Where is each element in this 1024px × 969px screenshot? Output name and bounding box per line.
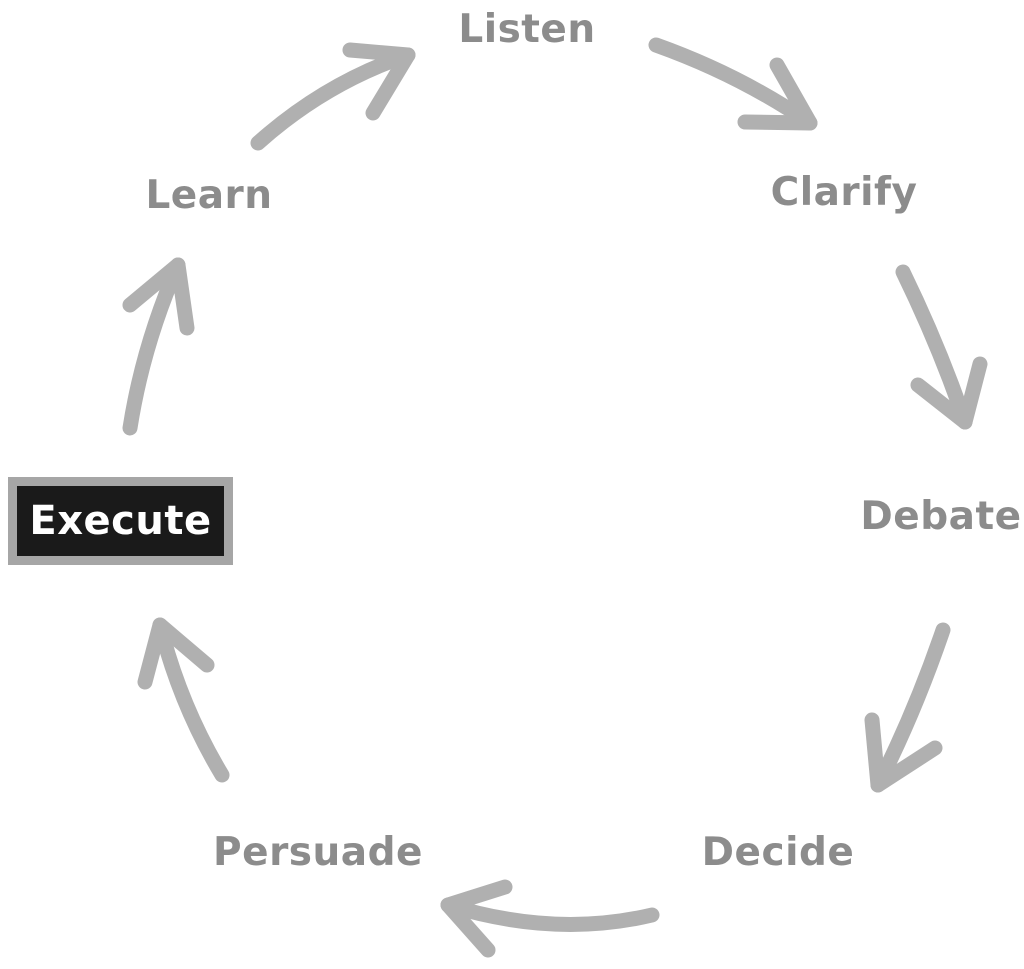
step-debate: Debate [860,494,1022,539]
arrow-learn-to-listen [250,42,416,151]
arrow-debate-to-decide [864,622,951,793]
step-execute: Execute [29,498,212,544]
step-execute-highlight: Execute [8,477,233,565]
arrow-persuade-to-execute [137,617,230,783]
arrow-clarify-to-debate [895,264,988,430]
arrow-decide-to-persuade [440,879,660,958]
step-clarify: Clarify [770,170,918,215]
step-listen: Listen [458,7,596,52]
arrow-listen-to-clarify [648,37,818,131]
step-learn: Learn [145,173,273,218]
step-persuade: Persuade [213,830,423,875]
arrow-execute-to-learn [122,257,195,436]
step-decide: Decide [701,830,855,875]
